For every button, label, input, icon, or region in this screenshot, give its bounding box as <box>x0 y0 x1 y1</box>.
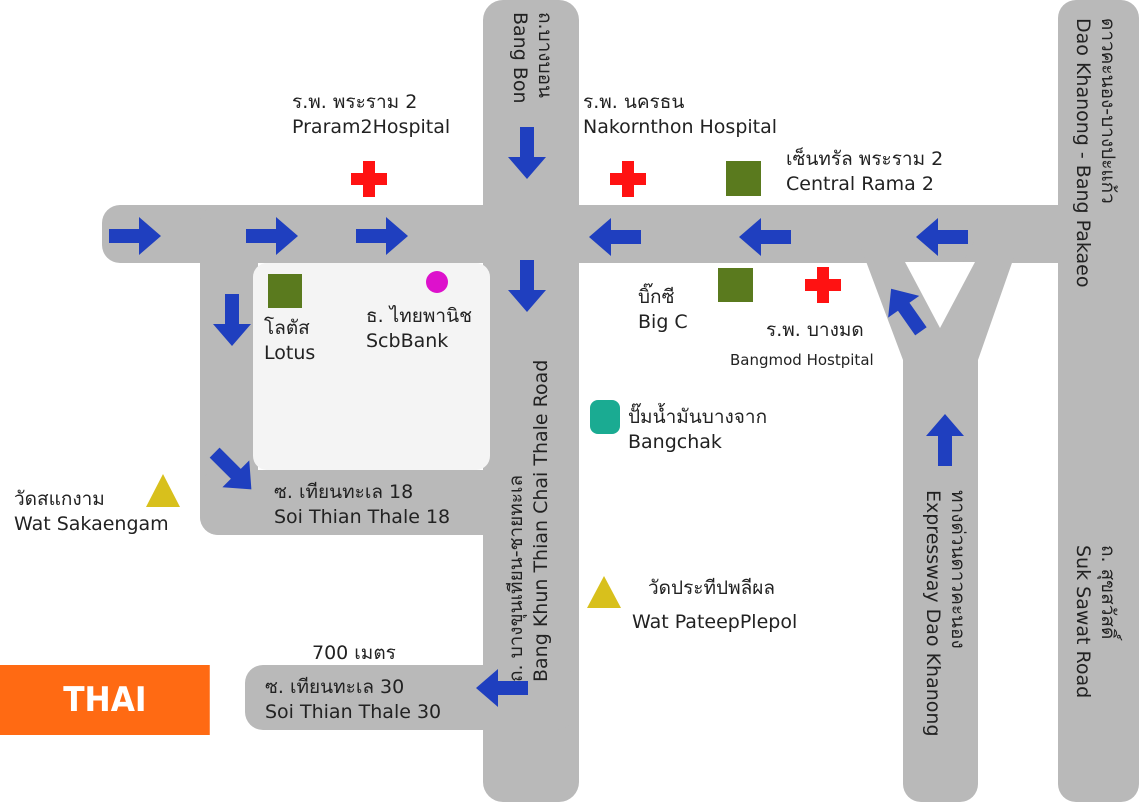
arrow-icon <box>508 260 546 312</box>
bang-bon-road-label: ถ.บางบอน Bang Bon <box>509 12 556 104</box>
arrow-icon <box>508 127 546 179</box>
fork-island <box>905 262 975 328</box>
central-rama2-label: เซ็นทรัล พระราม 2 Central Rama 2 <box>786 148 944 195</box>
arrow-icon-shape <box>109 217 161 255</box>
wat-pateep-en-label: Wat PateepPlepol <box>632 611 798 633</box>
arrow-icon <box>356 217 408 255</box>
arrow-icon-shape <box>356 217 408 255</box>
bangmod-hospital-label: ร.พ. บางมด <box>766 319 864 341</box>
yellow-triangle-icon <box>146 474 180 507</box>
arrow-icon-shape <box>508 260 546 312</box>
arrow-icon-shape <box>589 218 641 256</box>
road-expressway <box>903 300 978 802</box>
arrow-icon-shape <box>926 414 964 466</box>
arrow-icon <box>739 218 791 256</box>
scb-bank-label: ธ. ไทยพานิช ScbBank <box>366 305 472 352</box>
wat-sakaengam-label: วัดสแกงาม Wat Sakaengam <box>14 488 169 535</box>
big-c-label: บิ๊กซี Big C <box>638 286 688 333</box>
road-dao-khanong-suk-sawat <box>1058 0 1139 802</box>
arrow-icon-shape <box>888 288 927 336</box>
soi-30-label: ซ. เทียนทะเล 30 Soi Thian Thale 30 <box>265 676 442 723</box>
red-cross-icon <box>805 267 841 303</box>
arrow-icon-shape <box>209 447 252 490</box>
bangmod-hospital-en-label: Bangmod Hostpital <box>730 351 874 369</box>
arrow-icon <box>246 217 298 255</box>
yellow-triangle-icon <box>587 576 621 608</box>
road-soi-left <box>200 205 258 535</box>
road-thian-thale <box>483 0 579 802</box>
distance-label: 700 เมตร <box>312 642 396 664</box>
expressway-road-label: ทางด่วนดาวคะนอง Expressway Dao Khanong <box>922 490 969 737</box>
arrow-icon <box>476 669 528 707</box>
dao-khanong-bang-pakaeo-road-label: ดาวคะนอง-บางปะแก้ว Dao Khanong - Bang Pa… <box>1072 18 1119 288</box>
magenta-circle-icon <box>426 271 448 293</box>
red-cross-icon-v <box>622 161 634 197</box>
arrow-icon <box>916 218 968 256</box>
arrow-icon <box>109 217 161 255</box>
nakornthon-hospital-label: ร.พ. นครธน Nakornthon Hospital <box>583 91 778 138</box>
thian-thale-road-label: ถ. บางขุนเทียน-ชายทะเล Bang Khun Thian C… <box>505 359 552 682</box>
icons <box>109 127 968 707</box>
green-square-icon <box>726 161 761 196</box>
bangchak-label: ปั๊มน้ำมันบางจาก Bangchak <box>628 406 768 453</box>
soi-18-label: ซ. เทียนทะเล 18 Soi Thian Thale 18 <box>274 481 451 528</box>
red-cross-icon <box>610 161 646 197</box>
expressway-fork <box>858 240 1020 360</box>
arrow-icon-shape <box>916 218 968 256</box>
arrow-icon <box>926 414 964 466</box>
arrow-icon-shape <box>476 669 528 707</box>
wat-pateep-label: วัดประทีปพลีผล <box>648 577 776 599</box>
suk-sawat-road-label: ถ. สุขสวัสดิ์ Suk Sawat Road <box>1072 545 1119 699</box>
road-soi-18 <box>200 470 530 535</box>
arrow-icon <box>209 447 252 490</box>
arrow-icon-shape <box>508 127 546 179</box>
arrow-icon-shape <box>213 294 251 346</box>
arrow-icon <box>213 294 251 346</box>
arrow-icon <box>888 288 927 336</box>
city-block <box>253 263 490 470</box>
praram2-hospital-label: ร.พ. พระราม 2 Praram2Hospital <box>292 91 451 138</box>
red-cross-icon <box>351 161 387 197</box>
thai-plaspac-logo: THAI PLASPAC <box>0 665 210 790</box>
red-cross-icon-v <box>363 161 375 197</box>
red-cross-icon-v <box>817 267 829 303</box>
green-square-icon <box>268 274 302 308</box>
roads <box>102 0 1139 802</box>
teal-square-icon <box>590 400 620 434</box>
arrow-icon-shape <box>246 217 298 255</box>
lotus-label: โลตัส Lotus <box>264 317 316 364</box>
green-square-icon <box>718 268 753 302</box>
arrow-icon <box>589 218 641 256</box>
arrow-icon-shape <box>739 218 791 256</box>
